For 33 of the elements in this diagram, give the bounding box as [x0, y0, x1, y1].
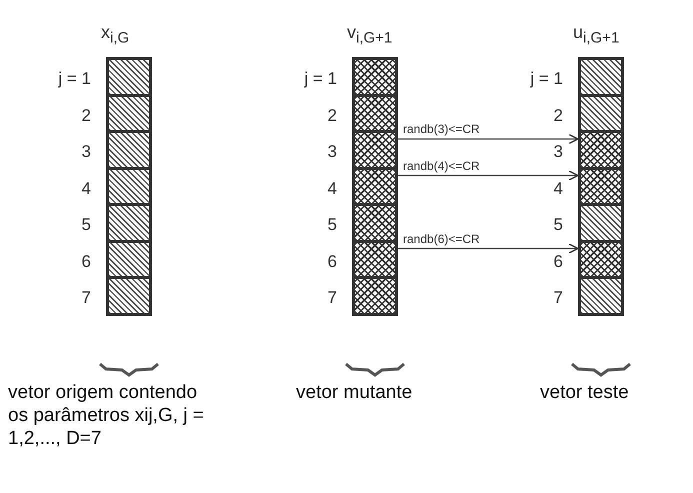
row-index: 7 — [80, 288, 91, 308]
arrow — [398, 170, 579, 181]
row-index: 3 — [326, 142, 337, 162]
row-index: 5 — [80, 215, 91, 235]
vector-caption: vetor origem contendo os parâmetros xij,G, j = 1,2,..., D=7 — [8, 380, 205, 450]
row-index: 3 — [552, 142, 563, 162]
row-index: 4 — [80, 178, 91, 198]
vector-label: v$_{i,G+1}$ — [347, 22, 392, 47]
row-index: 5 — [552, 215, 563, 235]
row-index: 2 — [552, 106, 563, 126]
arrow — [398, 134, 579, 144]
row-index: j = 1 — [57, 69, 91, 89]
row-index: 2 — [326, 106, 337, 126]
arrow — [398, 243, 579, 254]
edge-label: randb(4)<=CR — [402, 158, 481, 172]
row-index: 5 — [326, 215, 337, 235]
row-index: 6 — [326, 252, 337, 272]
row-index: 3 — [80, 142, 91, 162]
vector-label: x$_{i,G}$ — [101, 22, 130, 47]
vector-caption: vetor mutante — [296, 380, 414, 404]
row-index: 6 — [80, 252, 91, 272]
row-index: 4 — [326, 178, 337, 198]
row-index: 7 — [552, 288, 563, 308]
row-index: 7 — [326, 288, 337, 308]
edge-label: randb(6)<=CR — [402, 232, 481, 246]
vector-caption: vetor teste — [540, 380, 630, 404]
row-index: j = 1 — [529, 69, 563, 89]
row-index: j = 1 — [303, 69, 337, 89]
row-index: 4 — [552, 178, 563, 198]
row-index: 6 — [552, 252, 563, 272]
row-index: 2 — [80, 106, 91, 126]
edge-label: randb(3)<=CR — [402, 122, 481, 136]
vector-label: u$_{i,G+1}$ — [573, 22, 620, 47]
